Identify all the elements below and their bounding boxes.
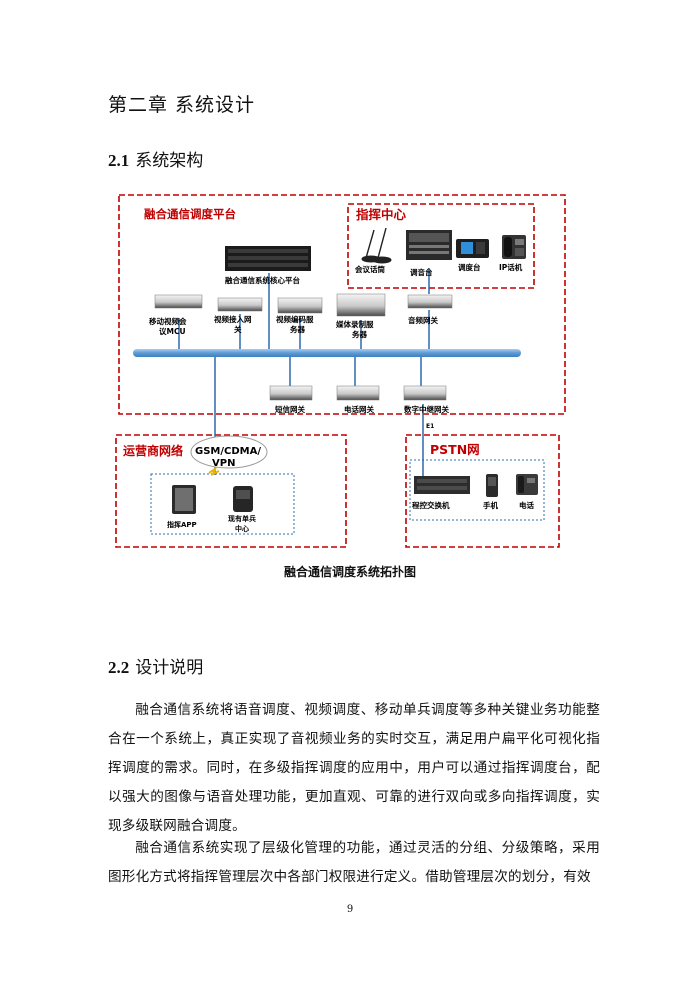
desk-telephone-label: 电话 — [519, 500, 534, 510]
wireless-signal-icon — [208, 466, 220, 477]
platform-title: 融合通信调度平台 — [144, 207, 236, 221]
single-soldier-label-1: 现有单兵 — [228, 514, 256, 523]
section-title-text: 设计说明 — [135, 658, 204, 678]
pstn-frame — [405, 434, 560, 548]
chapter-title: 第二章 系统设计 — [108, 94, 256, 116]
pbx-switch-label: 程控交换机 — [412, 500, 450, 510]
topology-diagram: 融合通信调度平台 指挥中心 运营商网络 PSTN网 E1 融合通信系统核心平台 … — [115, 194, 566, 548]
section-title-text: 系统架构 — [135, 151, 204, 171]
command-app-label: 指挥APP — [167, 520, 197, 529]
single-soldier-icon — [233, 486, 253, 512]
mixer-icon — [406, 230, 452, 260]
media-record-label-2: 务器 — [352, 329, 367, 339]
section-heading-architecture: 2.1 系统架构 — [108, 146, 203, 171]
dispatch-console-label: 调度台 — [458, 262, 481, 272]
core-platform-server — [225, 246, 311, 271]
mobile-phone-label: 手机 — [483, 500, 498, 510]
mcu-server — [154, 294, 203, 309]
network-cloud-icon — [190, 435, 268, 469]
mcu-label-2: 议MCU — [159, 326, 186, 336]
mixer-label: 调音台 — [410, 267, 433, 277]
network-bus — [133, 349, 521, 357]
body-paragraph-2: 融合通信系统实现了层级化管理的功能，通过灵活的分组、分级策略，采用图形化方式将指… — [108, 840, 600, 885]
trunk-gateway-server — [403, 385, 447, 401]
page-number: 9 — [346, 904, 354, 915]
single-soldier-label-2: 中心 — [235, 524, 249, 533]
media-record-server — [336, 293, 386, 317]
audio-gateway-label: 音频网关 — [408, 315, 438, 325]
network-type-label-2: VPN — [212, 458, 235, 469]
pstn-inner-frame — [409, 459, 545, 521]
platform-frame — [118, 194, 566, 415]
diagram-caption: 融合通信调度系统拓扑图 — [283, 565, 416, 579]
conference-mic-icon — [361, 227, 392, 264]
pbx-switch-icon — [414, 476, 470, 494]
section-number: 2.2 — [108, 658, 130, 677]
phone-gateway-server — [336, 385, 380, 401]
sms-gateway-label: 短信网关 — [275, 404, 305, 414]
dispatch-console-icon — [456, 239, 489, 258]
phone-gateway-label: 电话网关 — [344, 404, 374, 414]
sms-gateway-server — [269, 385, 313, 401]
video-access-server — [217, 297, 263, 312]
pstn-title: PSTN网 — [430, 442, 480, 457]
command-app-icon — [172, 485, 196, 514]
section-heading-design: 2.2 设计说明 — [108, 653, 203, 678]
video-codec-label-2: 务器 — [290, 324, 305, 334]
carrier-inner-frame — [150, 473, 295, 535]
video-access-label-2: 关 — [234, 324, 242, 334]
body-paragraph-1: 融合通信系统将语音调度、视频调度、移动单兵调度等多种关键业务功能整合在一个系统上… — [108, 702, 600, 834]
e1-label: E1 — [426, 423, 434, 430]
command-center-title: 指挥中心 — [356, 207, 407, 222]
ip-phone-label: IP话机 — [499, 262, 523, 272]
audio-gateway-server — [407, 294, 453, 309]
network-type-label-1: GSM/CDMA/ — [195, 446, 261, 457]
mcu-label-1: 移动视频会 — [149, 316, 187, 326]
desk-telephone-icon — [516, 474, 538, 495]
connection-lines — [178, 268, 430, 482]
video-codec-server — [277, 297, 323, 314]
conference-mic-label: 会议话筒 — [355, 264, 385, 274]
trunk-gateway-label: 数字中继网关 — [404, 404, 449, 414]
video-codec-label-1: 视频编码服 — [276, 314, 314, 324]
section-number: 2.1 — [108, 151, 130, 170]
video-access-label-1: 视频接入网 — [214, 314, 252, 324]
core-platform-label: 融合通信系统核心平台 — [225, 275, 300, 285]
carrier-title: 运营商网络 — [123, 443, 183, 458]
ip-phone-icon — [502, 235, 526, 259]
mobile-phone-icon — [486, 474, 498, 497]
media-record-label-1: 媒体录制服 — [336, 319, 374, 329]
